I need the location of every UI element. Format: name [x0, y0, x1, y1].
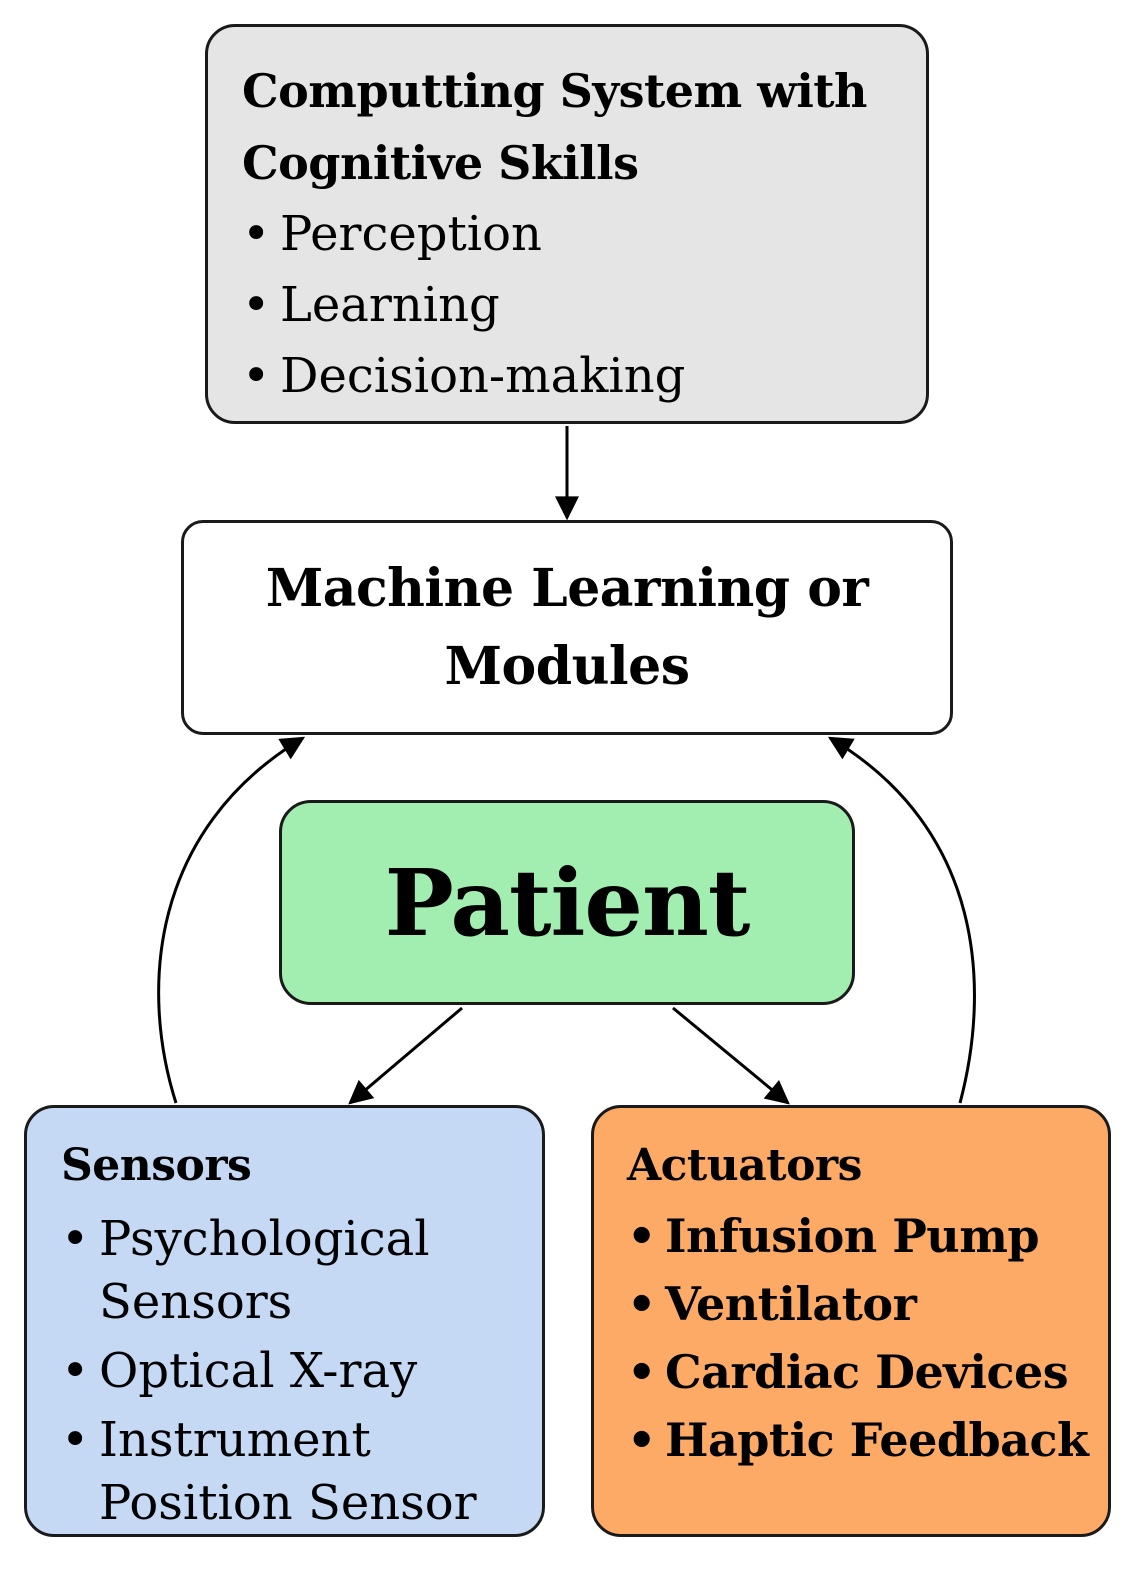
arrow-patient-to-sensors [348, 1006, 463, 1105]
sensors-title: Sensors [61, 1140, 252, 1191]
list-item: •Decision-making [242, 341, 926, 412]
computing-system-title: Computting System with Cognitive Skills [242, 55, 926, 199]
skill-label: Decision-making [280, 348, 686, 404]
actuators-box: Actuators •Infusion Pump •Ventilator •Ca… [591, 1105, 1111, 1537]
list-item: •Learning [242, 270, 926, 341]
patient-title: Patient [384, 848, 751, 957]
list-item: •Optical X-ray [61, 1340, 542, 1403]
arrow-patient-to-actuators [672, 1006, 790, 1105]
sensor-label: Optical X-ray [99, 1343, 418, 1399]
skill-label: Learning [280, 277, 500, 333]
sensor-label: Psychological [99, 1211, 430, 1267]
bullet-glyph: • [627, 1413, 656, 1467]
computing-system-box: Computting System with Cognitive Skills … [205, 24, 929, 424]
computing-title-line1: Computting System with [242, 64, 867, 118]
sensor-label-cont: Sensors [99, 1274, 293, 1330]
list-item: •Perception [242, 199, 926, 270]
ml-title-line1: Machine Learning or [265, 557, 869, 619]
actuator-label: Haptic Feedback [665, 1413, 1089, 1467]
bullet-glyph: • [627, 1209, 656, 1263]
bullet-glyph: • [627, 1277, 656, 1331]
ml-title-line2: Modules [444, 635, 690, 697]
actuator-label: Infusion Pump [665, 1209, 1040, 1263]
computing-title-line2: Cognitive Skills [242, 136, 639, 190]
bullet-glyph: • [242, 348, 271, 404]
bullet-glyph: • [242, 206, 271, 262]
actuators-list: •Infusion Pump •Ventilator •Cardiac Devi… [627, 1202, 1108, 1474]
cognitive-skills-list: •Perception •Learning •Decision-making [242, 199, 926, 412]
machine-learning-title: Machine Learning or Modules [266, 550, 869, 706]
list-item: •Cardiac Devices [627, 1338, 1108, 1406]
bullet-glyph: • [242, 277, 271, 333]
bullet-glyph: • [627, 1345, 656, 1399]
machine-learning-box: Machine Learning or Modules [181, 520, 953, 735]
list-item: •Ventilator [627, 1270, 1108, 1338]
list-item: •Infusion Pump [627, 1202, 1108, 1270]
actuators-title: Actuators [627, 1140, 862, 1191]
bullet-glyph: • [61, 1211, 90, 1267]
actuator-label: Ventilator [665, 1277, 917, 1331]
sensor-label: Instrument [99, 1412, 371, 1468]
skill-label: Perception [280, 206, 542, 262]
patient-box: Patient [279, 800, 855, 1005]
bullet-glyph: • [61, 1412, 90, 1468]
list-item: •Haptic Feedback [627, 1406, 1108, 1474]
sensor-label-cont: Position Sensor [99, 1475, 477, 1531]
actuator-label: Cardiac Devices [665, 1345, 1069, 1399]
bullet-glyph: • [61, 1343, 90, 1399]
